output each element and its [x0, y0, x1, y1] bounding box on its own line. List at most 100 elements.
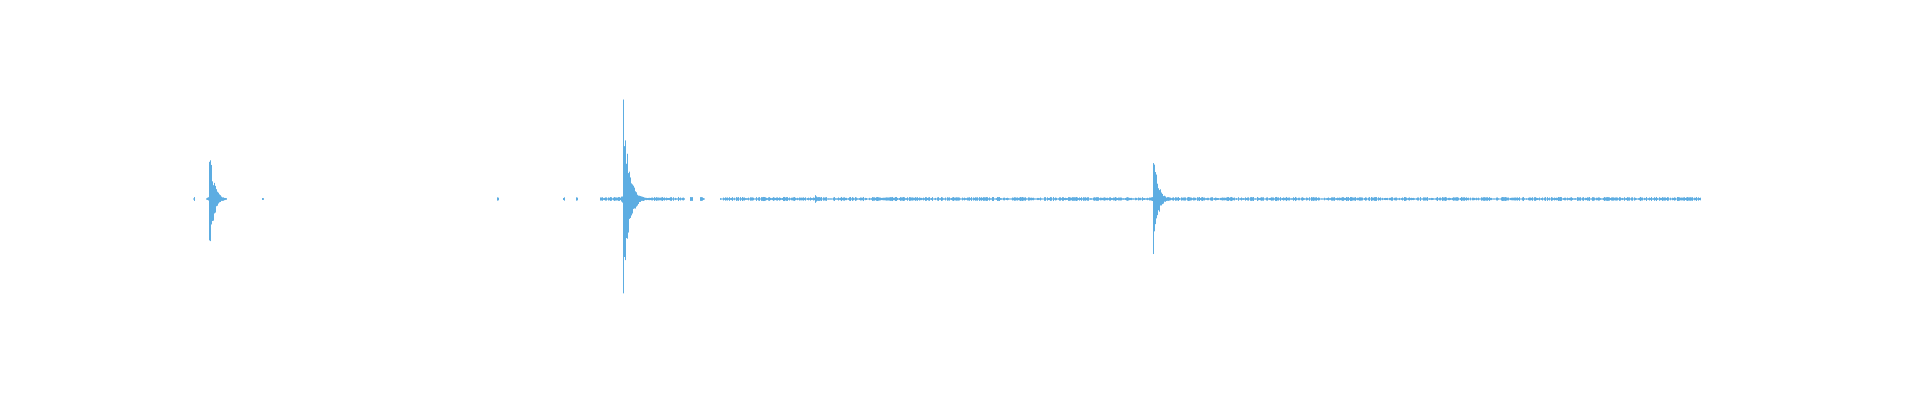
noise-sample — [1284, 197, 1285, 201]
event-1-sample — [220, 195, 221, 203]
noise-sample — [898, 198, 899, 200]
noise-sample — [703, 198, 704, 200]
noise-sample — [1131, 197, 1132, 201]
noise-sample — [1380, 197, 1381, 201]
noise-sample — [1350, 197, 1351, 201]
noise-sample — [691, 197, 692, 201]
noise-sample — [1579, 197, 1580, 201]
noise-sample — [1332, 197, 1333, 201]
noise-sample — [1294, 197, 1295, 201]
noise-sample — [1398, 198, 1399, 200]
noise-sample — [864, 198, 865, 200]
noise-sample — [1444, 197, 1445, 201]
noise-sample — [1535, 197, 1536, 201]
noise-sample — [805, 197, 806, 201]
noise-sample — [888, 197, 889, 201]
noise-sample — [1112, 198, 1113, 200]
noise-sample — [1376, 197, 1377, 201]
noise-sample — [1051, 197, 1052, 201]
noise-sample — [1293, 197, 1294, 201]
noise-sample — [1236, 198, 1237, 200]
noise-sample — [1699, 198, 1700, 200]
noise-sample — [1465, 197, 1466, 201]
noise-sample — [1418, 197, 1419, 201]
noise-sample — [729, 197, 730, 201]
noise-sample — [1241, 197, 1242, 201]
noise-sample — [839, 198, 840, 200]
noise-sample — [1665, 197, 1666, 201]
noise-sample — [758, 197, 759, 201]
event-1-sample — [225, 197, 226, 200]
noise-sample — [1235, 198, 1236, 200]
noise-sample — [609, 197, 610, 201]
noise-sample — [1026, 198, 1027, 200]
noise-sample — [974, 197, 975, 201]
noise-sample — [1056, 197, 1057, 201]
event-3-sample — [1154, 164, 1155, 232]
noise-sample — [1122, 198, 1123, 200]
noise-sample — [1107, 197, 1108, 201]
noise-sample — [1063, 197, 1064, 201]
noise-sample — [1148, 198, 1149, 200]
noise-sample — [1213, 198, 1214, 200]
noise-sample — [969, 197, 970, 201]
noise-sample — [990, 198, 991, 200]
noise-sample — [1263, 197, 1264, 201]
noise-sample — [920, 197, 921, 201]
noise-sample — [1656, 196, 1657, 202]
noise-sample — [1314, 197, 1315, 201]
noise-sample — [1497, 197, 1498, 201]
noise-sample — [1643, 198, 1644, 200]
noise-sample — [1582, 197, 1583, 201]
noise-sample — [1386, 198, 1387, 200]
noise-sample — [1124, 198, 1125, 200]
noise-sample — [1646, 197, 1647, 201]
noise-sample — [956, 197, 957, 201]
noise-sample — [1693, 198, 1694, 200]
noise-sample — [750, 197, 751, 201]
noise-sample — [1672, 197, 1673, 201]
noise-sample — [1606, 197, 1607, 201]
noise-sample — [838, 197, 839, 201]
noise-sample — [887, 197, 888, 201]
noise-sample — [1644, 197, 1645, 201]
noise-sample — [1511, 197, 1512, 201]
event-1-sample — [216, 189, 217, 207]
noise-sample — [962, 197, 963, 201]
noise-sample — [1428, 198, 1429, 200]
noise-sample — [1499, 198, 1500, 200]
noise-sample — [1357, 197, 1358, 201]
noise-sample — [1208, 197, 1209, 201]
noise-sample — [939, 198, 940, 200]
noise-sample — [1017, 197, 1018, 201]
event-2-sample — [647, 198, 648, 200]
noise-sample — [922, 198, 923, 200]
event-2-sample — [633, 185, 634, 209]
noise-sample — [863, 196, 864, 202]
noise-sample — [1501, 197, 1502, 201]
noise-sample — [1047, 197, 1048, 201]
noise-sample — [1354, 197, 1355, 201]
noise-sample — [910, 197, 911, 201]
noise-sample — [1175, 197, 1176, 201]
noise-sample — [1554, 197, 1555, 201]
noise-sample — [916, 197, 917, 201]
noise-sample — [1520, 198, 1521, 200]
noise-sample — [812, 198, 813, 200]
noise-sample — [1060, 197, 1061, 201]
noise-sample — [1431, 197, 1432, 201]
noise-sample — [1185, 197, 1186, 201]
noise-sample — [1054, 198, 1055, 200]
noise-sample — [1100, 197, 1101, 201]
noise-sample — [1415, 198, 1416, 200]
noise-sample — [963, 198, 964, 200]
noise-sample — [1607, 197, 1608, 201]
noise-sample — [1328, 197, 1329, 201]
noise-sample — [1558, 197, 1559, 201]
noise-sample — [1437, 196, 1438, 202]
noise-sample — [802, 197, 803, 201]
noise-sample — [849, 197, 850, 201]
noise-sample — [1216, 197, 1217, 201]
noise-sample — [1197, 197, 1198, 201]
noise-sample — [946, 198, 947, 200]
